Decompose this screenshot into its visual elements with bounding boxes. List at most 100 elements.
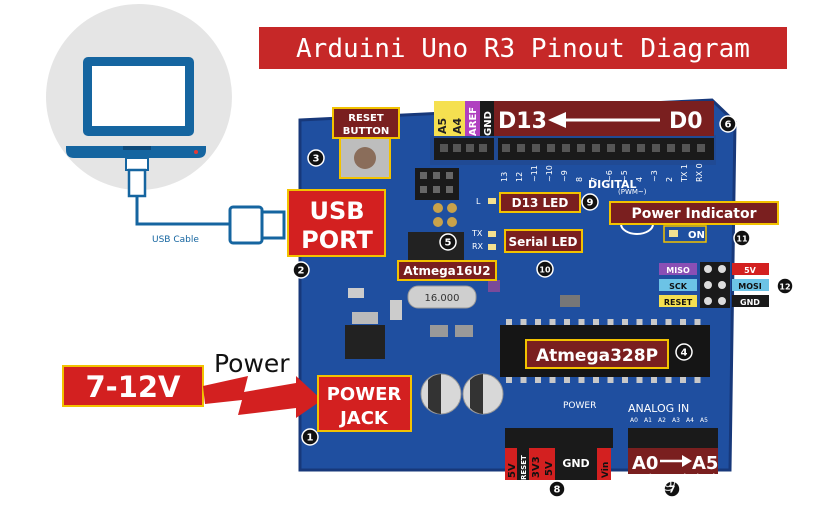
top-header-label-gnd: GND [483,111,494,136]
serial-led-label: Serial LED [508,235,577,249]
icsp-sck: SCK [669,282,688,291]
svg-text:11: 11 [736,235,748,244]
callout-9: 9 [581,193,599,211]
analog-pin-number: A1 [644,417,652,424]
svg-text:8: 8 [554,485,561,496]
reset-button-label-box [332,107,400,139]
digital-pin-number: ~9 [560,170,569,182]
power-pin-5v: 5V [507,463,518,478]
voltage-label: 7-12V [85,370,181,404]
reset-button-label-line2: BUTTON [343,126,389,137]
lightning-arrow [203,376,322,418]
d13-led-label-box [499,192,581,213]
callout-5: 5 [439,233,457,251]
digital-pin-number: ~5 [620,170,629,182]
usb-cable-icon [125,157,286,245]
svg-text:2: 2 [298,266,305,277]
digital-header [498,138,714,160]
silk-digital: DIGITAL [588,178,637,191]
svg-text:10: 10 [539,266,551,275]
analog-header [628,428,718,448]
silk-crystal: 16.000 [425,293,460,304]
top-header-analog [434,138,494,160]
svg-text:3: 3 [313,154,320,165]
callout-11: 11 [733,229,751,247]
analog-pin-number: A5 [700,417,708,424]
usb-port-label-box [287,189,386,257]
icsp-mosi: MOSI [738,282,762,291]
analog-pin-number: A3 [672,417,680,424]
analog-pin-number: A2 [658,417,666,424]
serial-led-label-box [504,229,583,253]
icsp-header [659,262,769,308]
reset-button-label-line1: RESET [348,113,384,124]
capacitor-2 [462,373,504,415]
top-header-label-a4: A4 [451,117,464,134]
power-header [505,428,613,448]
digital-pin-number: TX 1 [680,164,689,183]
on-label: ON [688,230,705,241]
digital-pin-number: 12 [515,172,524,182]
page-title: Arduini Uno R3 Pinout Diagram [296,34,750,64]
atmega328p-label-box [525,339,669,369]
svg-text:6: 6 [725,120,732,131]
digital-pin-number: 13 [500,172,509,182]
callout-12: 12 [776,277,794,295]
usb-cable-label: USB Cable [152,235,199,245]
icsp-5v: 5V [744,266,757,275]
digital-pin-number: ~10 [545,165,554,182]
atmega328p-label: Atmega328P [536,346,658,366]
callout-7: 7 [663,480,681,498]
digital-pin-number: ~11 [530,165,539,182]
power-pin-gnd: GND [562,457,589,470]
digital-pins-start: D13 [498,109,547,134]
digital-pins-end: D0 [669,109,703,134]
icsp-miso: MISO [666,266,690,275]
watermark: 知乎 @电机控制 [620,473,744,493]
capacitor-1 [420,373,462,415]
power-pin-3v3: 3V3 [531,456,542,478]
silk-power: POWER [563,401,596,411]
top-header-label-a5: A5 [436,118,449,134]
digital-pin-number: 2 [665,177,674,182]
svg-text:12: 12 [779,283,790,292]
analog-pin-numbers: A0 A1 A2 A3 A4 A5 [630,417,708,424]
icsp-reset: RESET [664,298,693,307]
silk-tx: TX [471,229,483,238]
silk-rx: RX [472,242,484,251]
power-indicator-label: Power Indicator [631,206,756,222]
analog-pin-number: A0 [630,417,638,424]
laptop-icon [66,57,206,158]
callout-8: 8 [548,480,566,498]
top-header-label-aref: AREF [468,107,479,136]
digital-pin-number: ~3 [650,170,659,182]
svg-text:5: 5 [445,238,452,249]
digital-pin-number: RX 0 [695,163,704,182]
atmega16u2-label: Atmega16U2 [403,264,490,278]
callout-1: 1 [301,428,319,446]
callout-3: 3 [307,149,325,167]
power-jack-label-line2: JACK [338,408,389,429]
power-header-labels [505,448,611,480]
svg-text:4: 4 [681,348,688,359]
digital-pin-number: 8 [575,177,584,182]
power-indicator-label-box [609,201,779,225]
silk-pwm: (PWM~) [618,188,647,196]
callout-4: 4 [675,343,693,361]
power-label: Power [214,349,290,378]
svg-text:9: 9 [587,198,594,209]
digital-pin-number: ~6 [605,170,614,182]
atmega16u2-label-box [397,260,497,281]
svg-text:7: 7 [669,485,676,496]
d13-led-label: D13 LED [512,196,569,210]
analog-pins-start: A0 [632,453,658,474]
callout-10: 10 [536,260,554,278]
power-pin-5v-2: 5V [544,461,555,476]
svg-text:1: 1 [307,433,314,444]
digital-pin-number: 7 [590,177,599,182]
analog-pins-end: A5 [692,453,718,474]
silk-analog-in: ANALOG IN [628,402,689,415]
analog-pin-number: A4 [686,417,694,424]
